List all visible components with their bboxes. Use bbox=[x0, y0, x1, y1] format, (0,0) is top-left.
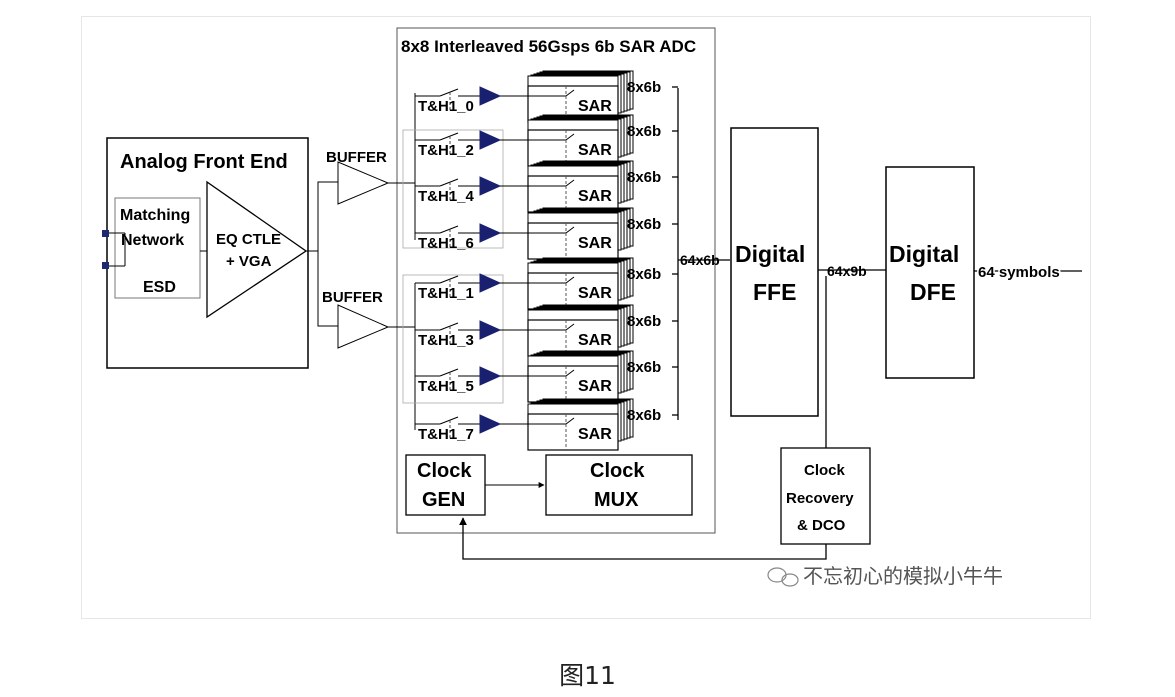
wechat-watermark: 不忘初心的模拟小牛牛 bbox=[767, 564, 1003, 588]
th-buffer bbox=[479, 320, 502, 340]
ffe-label-1: Digital bbox=[735, 241, 805, 267]
sar-label: SAR bbox=[578, 426, 612, 443]
eq-label-2: + VGA bbox=[226, 253, 272, 270]
th-label: T&H1_0 bbox=[418, 98, 474, 115]
sar-block bbox=[527, 365, 619, 403]
afe-block bbox=[106, 137, 309, 369]
sar-block bbox=[527, 175, 619, 213]
adc-title: 8x8 Interleaved 56Gsps 6b SAR ADC bbox=[401, 37, 696, 56]
watermark-text: 不忘初心的模拟小牛牛 bbox=[803, 564, 1003, 588]
th-buffer bbox=[479, 273, 502, 293]
th-buffer bbox=[479, 223, 502, 243]
eq-ctle-vga-amp bbox=[206, 180, 308, 319]
sar-label: SAR bbox=[578, 332, 612, 349]
adc-block bbox=[396, 27, 716, 534]
buffer-label-bottom: BUFFER bbox=[322, 289, 383, 306]
esd-label: ESD bbox=[143, 279, 176, 296]
clock-mux-label-1: Clock bbox=[590, 460, 645, 482]
sar-bus-label: 8x6b bbox=[627, 407, 661, 424]
afe-title: Analog Front End bbox=[120, 151, 288, 173]
eq-label-1: EQ CTLE bbox=[216, 231, 281, 248]
dfe-label-1: Digital bbox=[889, 241, 959, 267]
th-buffer bbox=[479, 366, 502, 386]
sar-label: SAR bbox=[578, 188, 612, 205]
input-pin-top bbox=[102, 230, 109, 237]
ffe-block bbox=[730, 127, 819, 417]
sar-label: SAR bbox=[578, 378, 612, 395]
th-label: T&H1_4 bbox=[418, 188, 475, 205]
th-label: T&H1_7 bbox=[418, 426, 474, 443]
buffer-top bbox=[337, 161, 390, 205]
clock-gen-label-1: Clock bbox=[417, 460, 472, 482]
sar-block bbox=[527, 222, 619, 260]
th-buffer bbox=[479, 86, 502, 106]
th-label: T&H1_2 bbox=[418, 142, 474, 159]
th-buffer bbox=[479, 130, 502, 150]
sar-block bbox=[527, 413, 619, 451]
th-buffer bbox=[479, 414, 502, 434]
th-label: T&H1_5 bbox=[418, 378, 474, 395]
figure-caption: 图11 bbox=[559, 661, 616, 690]
th-buffer bbox=[479, 176, 502, 196]
matching-label-2: Network bbox=[121, 232, 184, 249]
cdr-label-3: & DCO bbox=[797, 517, 846, 534]
buffer-label-top: BUFFER bbox=[326, 149, 387, 166]
clock-mux-block bbox=[545, 454, 693, 516]
sar-block bbox=[527, 272, 619, 310]
th-label: T&H1_3 bbox=[418, 332, 474, 349]
clock-mux-label-2: MUX bbox=[594, 489, 639, 511]
dfe-block bbox=[885, 166, 975, 379]
ffe-label-2: FFE bbox=[753, 279, 796, 305]
input-pin-bottom bbox=[102, 262, 109, 269]
dfe-label-2: DFE bbox=[910, 279, 956, 305]
sar-label: SAR bbox=[578, 285, 612, 302]
cdr-label-1: Clock bbox=[804, 462, 846, 479]
th-label: T&H1_1 bbox=[418, 285, 474, 302]
sar-bus-label: 8x6b bbox=[627, 266, 661, 283]
dfe-in-bus: 64x9b bbox=[827, 263, 867, 279]
clock-gen-label-2: GEN bbox=[422, 489, 465, 511]
sar-bus-label: 8x6b bbox=[627, 123, 661, 140]
dfe-out-label: 64 symbols bbox=[978, 264, 1060, 281]
sar-label: SAR bbox=[578, 142, 612, 159]
matching-label-1: Matching bbox=[120, 207, 190, 224]
sar-bus-label: 8x6b bbox=[627, 79, 661, 96]
cdr-label-2: Recovery bbox=[786, 490, 854, 507]
buffer-bottom bbox=[337, 304, 390, 349]
sar-bus-label: 8x6b bbox=[627, 216, 661, 233]
sar-label: SAR bbox=[578, 235, 612, 252]
th-label: T&H1_6 bbox=[418, 235, 474, 252]
sar-bus-label: 8x6b bbox=[627, 169, 661, 186]
sar-bus-label: 8x6b bbox=[627, 313, 661, 330]
sar-bus-label: 8x6b bbox=[627, 359, 661, 376]
matching-network-block bbox=[114, 197, 201, 299]
sar-label: SAR bbox=[578, 98, 612, 115]
ffe-in-bus: 64x6b bbox=[680, 252, 720, 268]
